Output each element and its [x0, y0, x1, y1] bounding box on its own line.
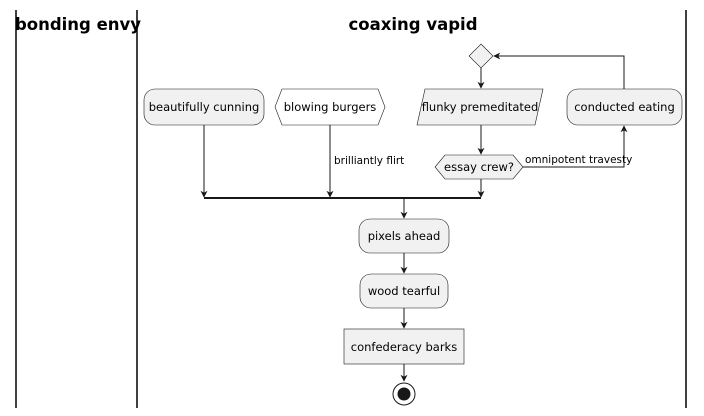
lane-title-coaxing-vapid: coaxing vapid [348, 15, 477, 34]
activity-confederacy-barks [343, 328, 465, 365]
activity-pixels-ahead-label: pixels ahead [368, 229, 441, 243]
activity-blowing-burgers [274, 88, 386, 126]
edge-essay-to-conducted [523, 125, 628, 168]
edge-conducted-to-merge [493, 52, 625, 89]
end-node-inner [397, 387, 411, 401]
activity-confederacy-barks-label: confederacy barks [351, 340, 457, 354]
decision-essay-crew-label: essay crew? [444, 160, 514, 174]
activity-flunky-premeditated-label: flunky premeditated [422, 100, 539, 114]
activity-flunky-premeditated [416, 88, 544, 126]
activity-blowing-burgers-label: blowing burgers [284, 100, 377, 114]
activity-conducted-eating-label: conducted eating [574, 100, 675, 114]
edge-label-omnipotent-travesty: omnipotent travesty [525, 154, 632, 166]
decision-essay-crew [434, 154, 524, 180]
activity-beautifully-cunning-label: beautifully cunning [149, 100, 260, 114]
merge-diamond [468, 43, 494, 69]
edge-label-brilliantly-flirt: brilliantly flirt [334, 155, 404, 167]
lane-title-bonding-envy: bonding envy [15, 15, 141, 34]
activity-wood-tearful-label: wood tearful [368, 284, 440, 298]
